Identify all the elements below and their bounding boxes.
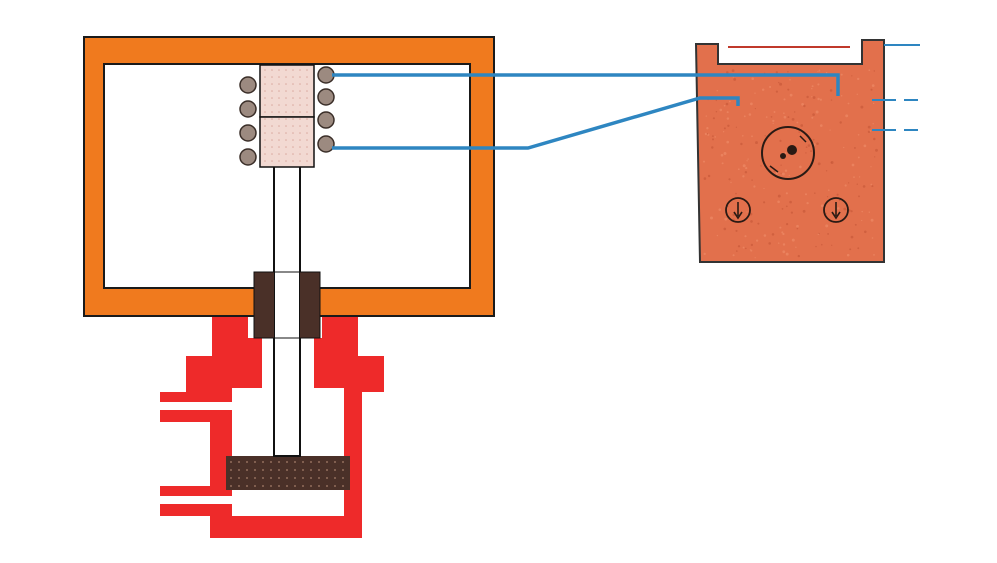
tank-texture: [702, 69, 878, 259]
gauge-large: [761, 126, 815, 180]
coil-windings: [239, 66, 335, 166]
coil-turn: [239, 124, 257, 142]
wire-lower: [332, 96, 740, 150]
coil-turn: [239, 148, 257, 166]
coil-turn: [317, 88, 335, 106]
coil-turn: [239, 76, 257, 94]
coil-turn: [317, 135, 335, 153]
coil-turn: [317, 66, 335, 84]
wire-upper: [332, 73, 840, 96]
valve-disc-dots: [230, 461, 344, 487]
valve-body: [160, 312, 384, 538]
coil-turn: [317, 111, 335, 129]
coil-turn: [239, 100, 257, 118]
frame-body: [83, 36, 495, 317]
plunger-rod: [273, 165, 301, 457]
armature: [259, 64, 315, 168]
valve-disc: [226, 456, 350, 490]
inlet-pipe-lower-channel: [160, 496, 234, 504]
guide-bushing: [253, 271, 321, 339]
inlet-pipe-upper-channel: [160, 402, 234, 410]
arrow-gauge-left: [725, 197, 751, 223]
magnetic-frame: [83, 36, 495, 317]
electrode-terminals: [332, 44, 920, 150]
arrow-gauge-right: [823, 197, 849, 223]
